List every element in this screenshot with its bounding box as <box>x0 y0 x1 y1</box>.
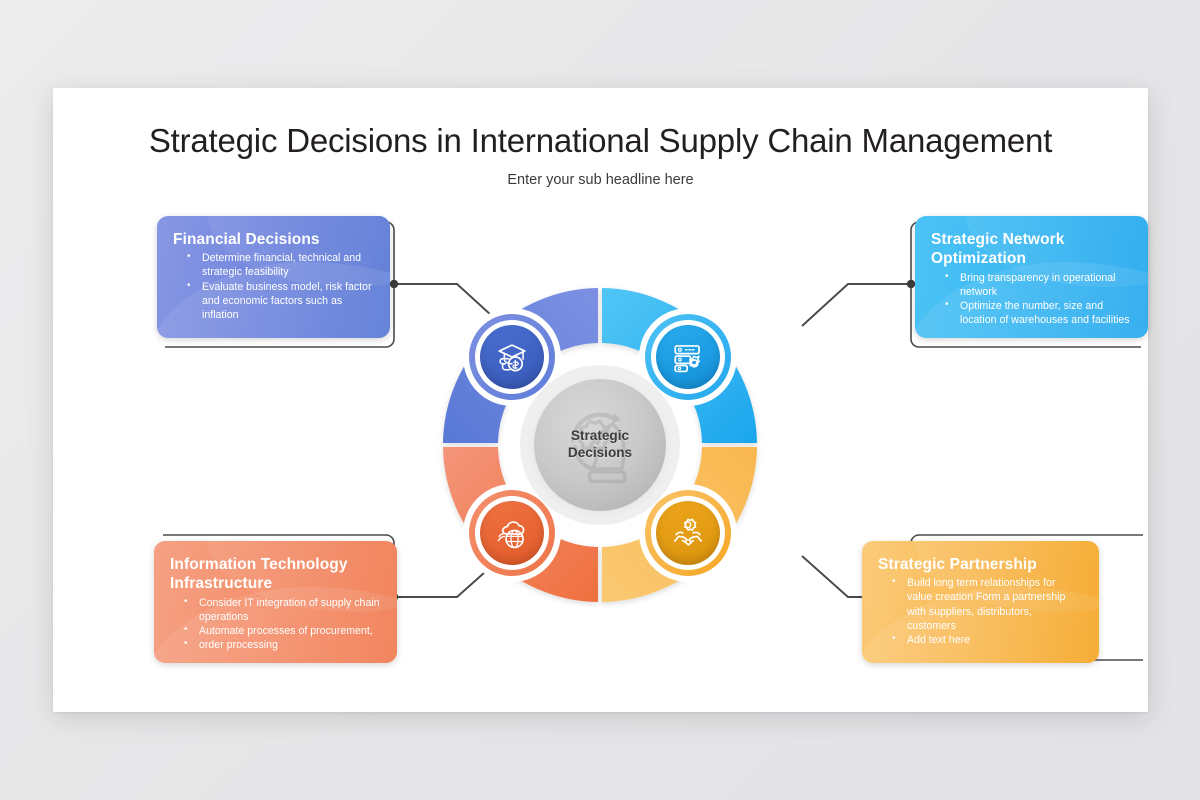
card-strategic-network-optimization[interactable]: Strategic Network Optimization Bring tra… <box>915 216 1148 338</box>
card-title: Information Technology Infrastructure <box>170 556 348 593</box>
list-item: Consider IT integration of supply chain … <box>170 595 381 624</box>
card-bullet-list: Consider IT integration of supply chain … <box>170 595 381 652</box>
page-subtitle: Enter your sub headline here <box>507 172 694 188</box>
hub-label: Strategic Decisions <box>568 428 632 461</box>
badge-strategic-partnership[interactable] <box>645 490 731 576</box>
page-title: Strategic Decisions in International Sup… <box>148 122 1053 159</box>
badge-information-technology-infrastructure[interactable] <box>469 490 555 576</box>
badge-disc <box>656 501 720 565</box>
card-title: Strategic Partnership <box>878 556 1037 573</box>
hub-center: Strategic Decisions <box>534 379 666 511</box>
list-item: Build long term relationships for value … <box>878 575 1083 632</box>
list-item: Evaluate business model, risk factor and… <box>173 279 374 322</box>
list-item: Determine financial, technical and strat… <box>173 250 374 279</box>
card-title: Financial Decisions <box>173 231 320 248</box>
hub-label-line1: Strategic <box>570 428 630 444</box>
card-financial-decisions[interactable]: Financial Decisions Determine financial,… <box>157 216 390 338</box>
list-item: Add text here <box>878 632 1083 647</box>
badge-strategic-network-optimization[interactable] <box>645 314 731 400</box>
server-gear-icon <box>674 345 700 373</box>
chess-knight-gear-icon <box>570 412 627 484</box>
handshake-gear-icon <box>673 518 703 546</box>
card-strategic-partnership[interactable]: Strategic Partnership Build long term re… <box>862 541 1099 663</box>
card-bullet-list: Determine financial, technical and strat… <box>173 250 374 322</box>
card-bullet-list: Build long term relationships for value … <box>878 575 1083 647</box>
card-bullet-list: Bring transparency in operational networ… <box>931 270 1132 327</box>
graduation-cap-coin-icon <box>498 344 526 372</box>
card-title: Strategic Network Optimization <box>931 231 1065 268</box>
badge-financial-decisions[interactable] <box>469 314 555 400</box>
slide-panel: Strategic Decisions in International Sup… <box>53 88 1148 712</box>
cycle-diagram: Strategic Decisions <box>437 282 763 608</box>
list-item: order processing <box>170 637 381 652</box>
list-item: Automate processes of procurement, <box>170 623 381 638</box>
list-item: Bring transparency in operational networ… <box>931 270 1132 299</box>
cloud-globe-network-icon <box>497 521 525 549</box>
hub-label-line2: Decisions <box>567 445 633 460</box>
card-information-technology-infrastructure[interactable]: Information Technology Infrastructure Co… <box>154 541 397 663</box>
list-item: Optimize the number, size and location o… <box>931 298 1132 327</box>
